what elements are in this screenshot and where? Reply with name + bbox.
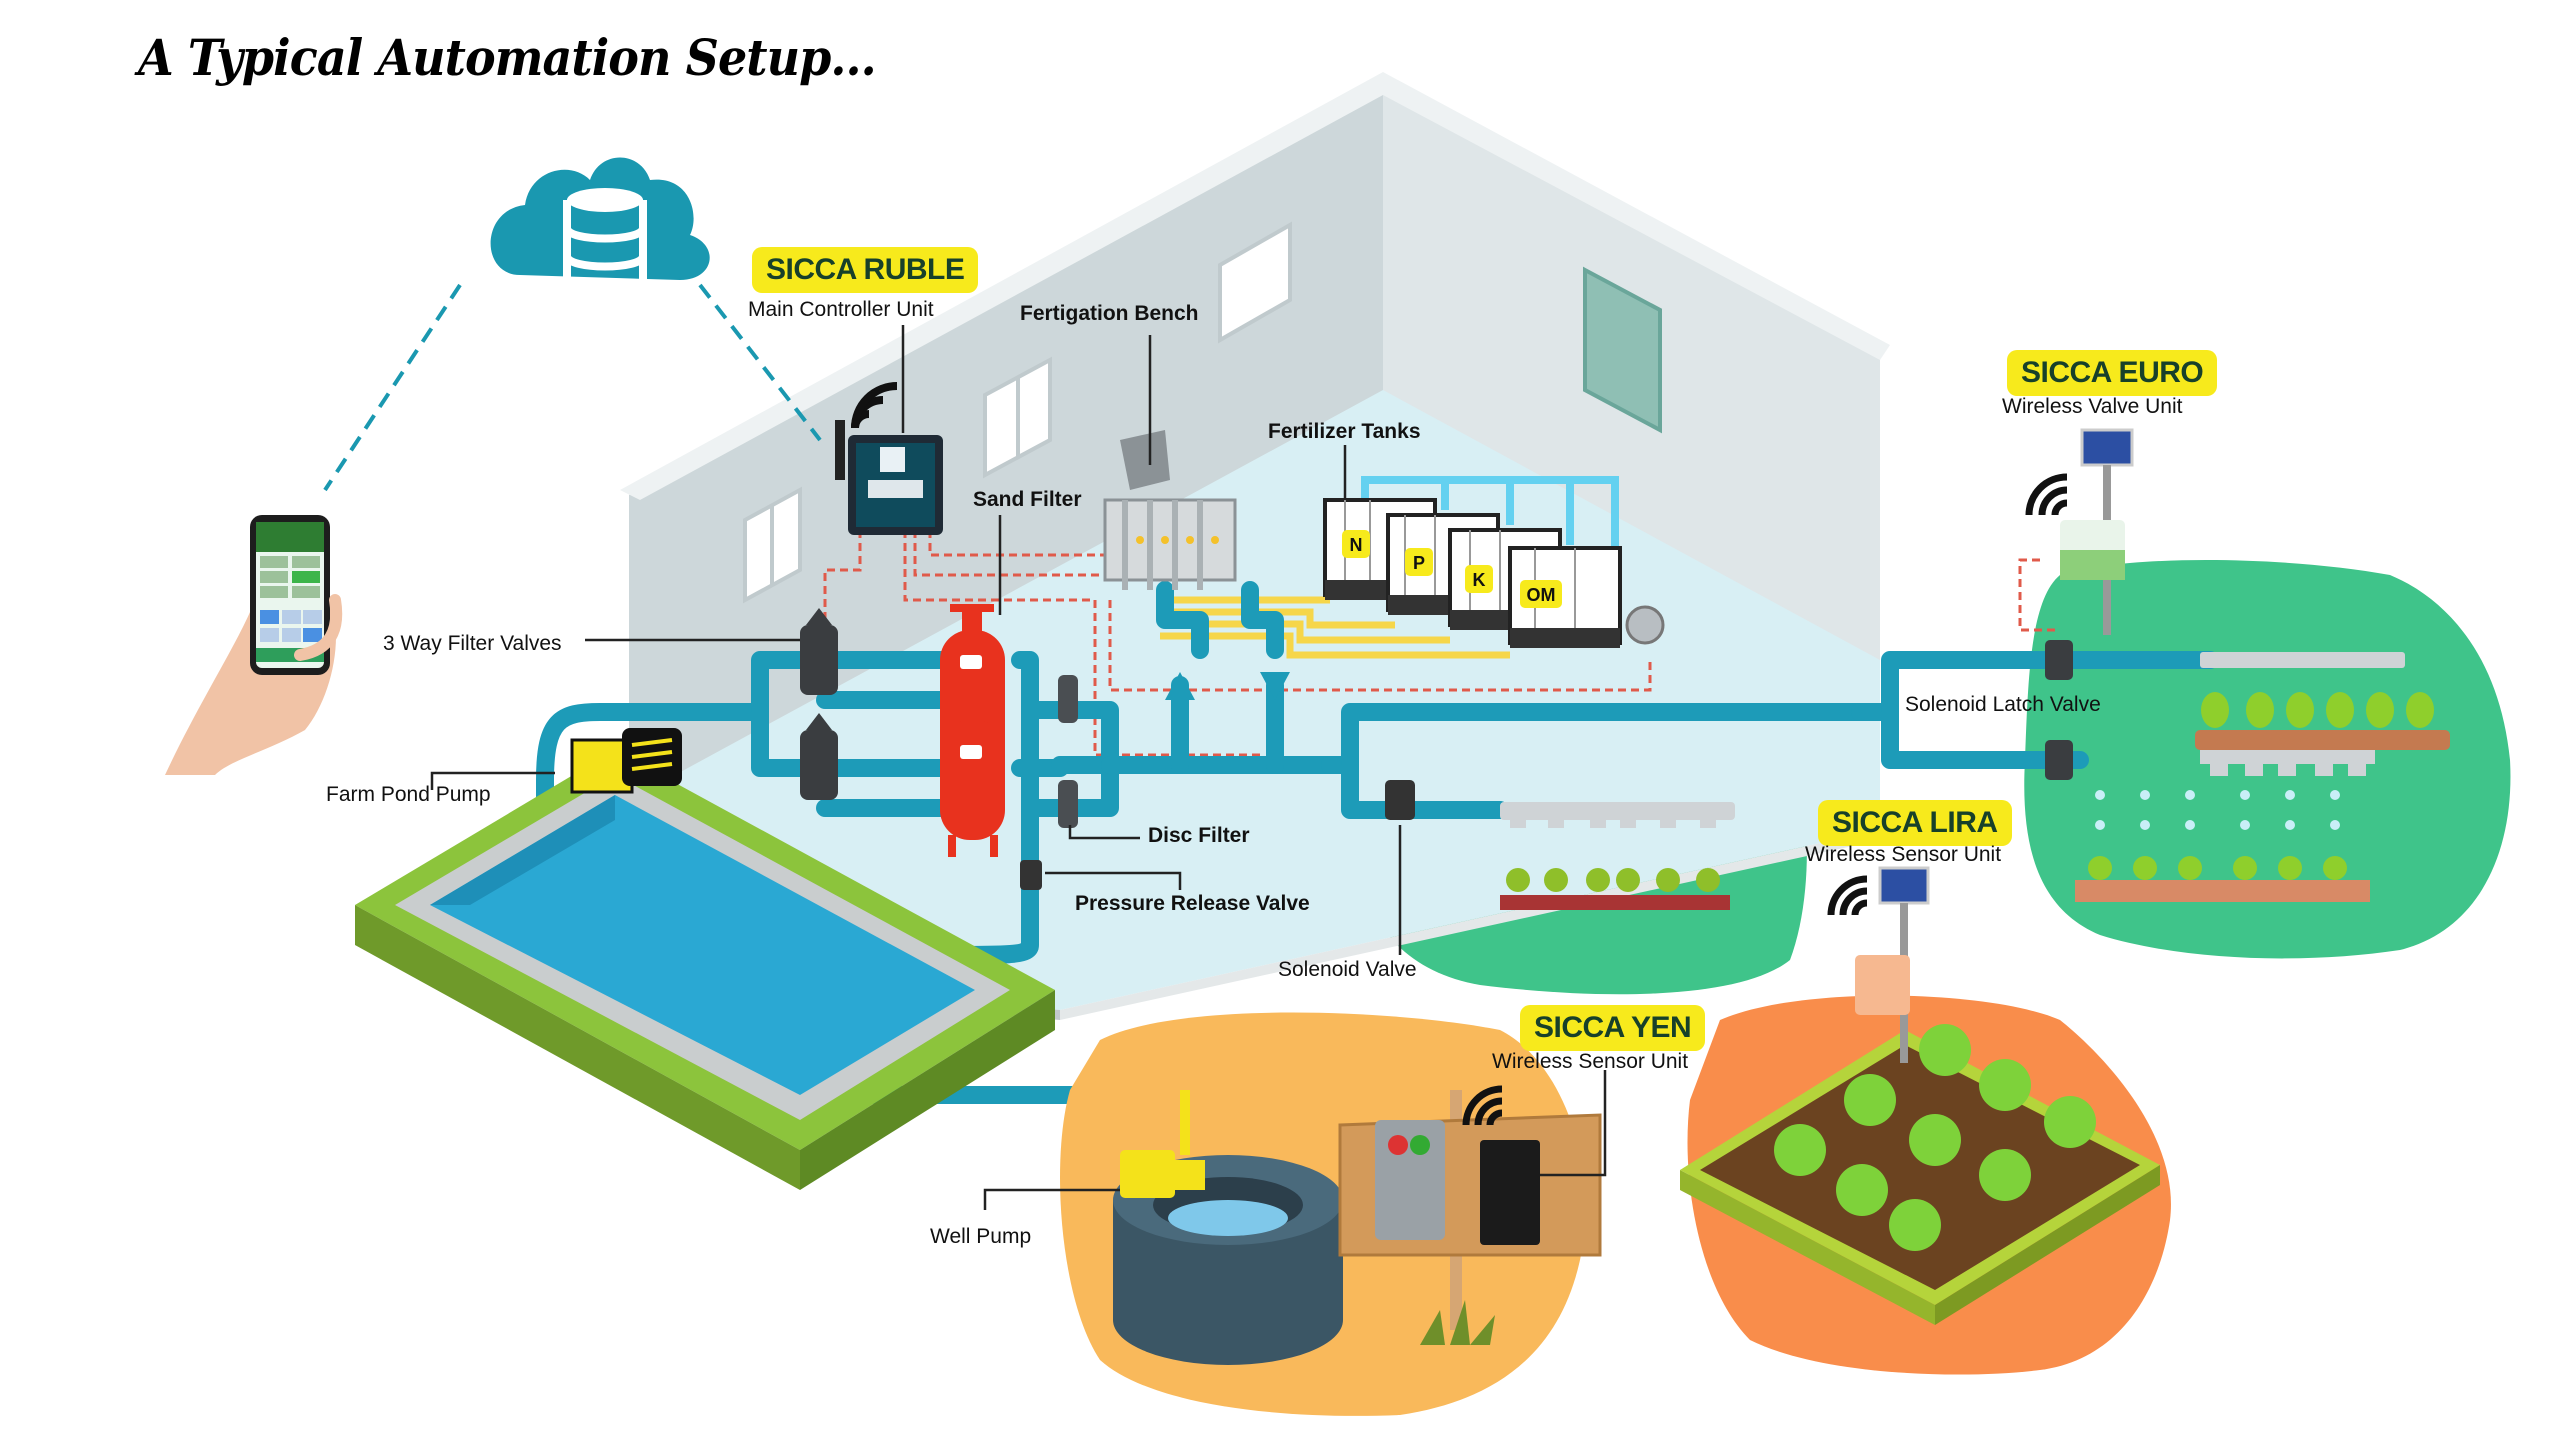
tank-label-om: OM (1527, 585, 1556, 605)
badge-sicca-lira: SICCA LIRA (1818, 800, 2012, 846)
fertilizer-top-line (1361, 476, 1619, 600)
tank-label-k: K (1473, 570, 1486, 590)
label-farm-pond-pump: Farm Pond Pump (326, 783, 491, 806)
badge-sicca-yen: SICCA YEN (1520, 1005, 1706, 1051)
role-wireless-sensor-lira: Wireless Sensor Unit (1805, 843, 2002, 866)
cloud-phone-link (323, 283, 462, 492)
cloud-database-icon (490, 157, 710, 301)
flow-arrow-down (1260, 672, 1290, 700)
label-fertilizer-tanks: Fertilizer Tanks (1268, 420, 1421, 443)
tank-label-p: P (1413, 553, 1425, 573)
wifi-icon-yen (1462, 1085, 1503, 1126)
label-solenoid-latch-valve: Solenoid Latch Valve (1905, 693, 2101, 716)
wifi-icon-lira (1827, 875, 1868, 916)
fertigation-bench (1103, 430, 1237, 590)
lettuce-bed (1680, 1024, 2160, 1325)
label-disc-filter: Disc Filter (1148, 824, 1250, 847)
sicca-ruble-controller (835, 420, 943, 535)
label-solenoid-valve: Solenoid Valve (1278, 958, 1417, 981)
role-wireless-valve: Wireless Valve Unit (2002, 395, 2183, 418)
flow-arrow-up (1165, 672, 1195, 700)
fertilizer-pump-icon (1625, 605, 1665, 645)
three-way-filter-valves (800, 608, 838, 800)
cloud-controller-link (698, 283, 822, 442)
grass-tuft (1420, 1300, 1495, 1345)
label-fertigation-bench: Fertigation Bench (1020, 302, 1199, 325)
label-well-pump: Well Pump (930, 1225, 1032, 1248)
disc-filters (1058, 675, 1078, 828)
wifi-icon-controller (851, 382, 898, 429)
fertilizer-tanks: N P K OM (1323, 498, 1665, 648)
smartphone-app (165, 515, 343, 775)
sicca-yen-panel (1338, 1090, 1602, 1330)
sicca-lira-unit (1855, 866, 1930, 1063)
wifi-icon-euro (2025, 473, 2068, 516)
farm-pond-pump (570, 728, 682, 794)
right-field-sprinklers (2075, 652, 2450, 902)
sand-filters (940, 604, 1005, 857)
pressure-release-valve (1020, 860, 1042, 890)
solenoid-latch-valve-bottom (2045, 740, 2073, 780)
farm-pond (355, 750, 1055, 1190)
leader-lines (430, 325, 1607, 1210)
label-sand-filter: Sand Filter (973, 488, 1082, 511)
badge-sicca-euro: SICCA EURO (2007, 350, 2218, 396)
label-pressure-release-valve: Pressure Release Valve (1075, 892, 1310, 915)
page-title: A Typical Automation Setup... (138, 28, 877, 87)
badge-sicca-ruble: SICCA RUBLE (752, 247, 979, 293)
role-main-controller: Main Controller Unit (748, 298, 934, 321)
solenoid-latch-valve-top (2045, 640, 2073, 680)
middle-field-sprinklers (1500, 802, 1735, 910)
solenoid-valve (1385, 780, 1415, 820)
well-pump (1120, 1090, 1205, 1198)
tank-label-n: N (1350, 535, 1363, 555)
label-3-way-filter-valves: 3 Way Filter Valves (383, 632, 562, 655)
sicca-euro-unit (2060, 428, 2134, 635)
role-wireless-sensor-yen: Wireless Sensor Unit (1492, 1050, 1689, 1073)
